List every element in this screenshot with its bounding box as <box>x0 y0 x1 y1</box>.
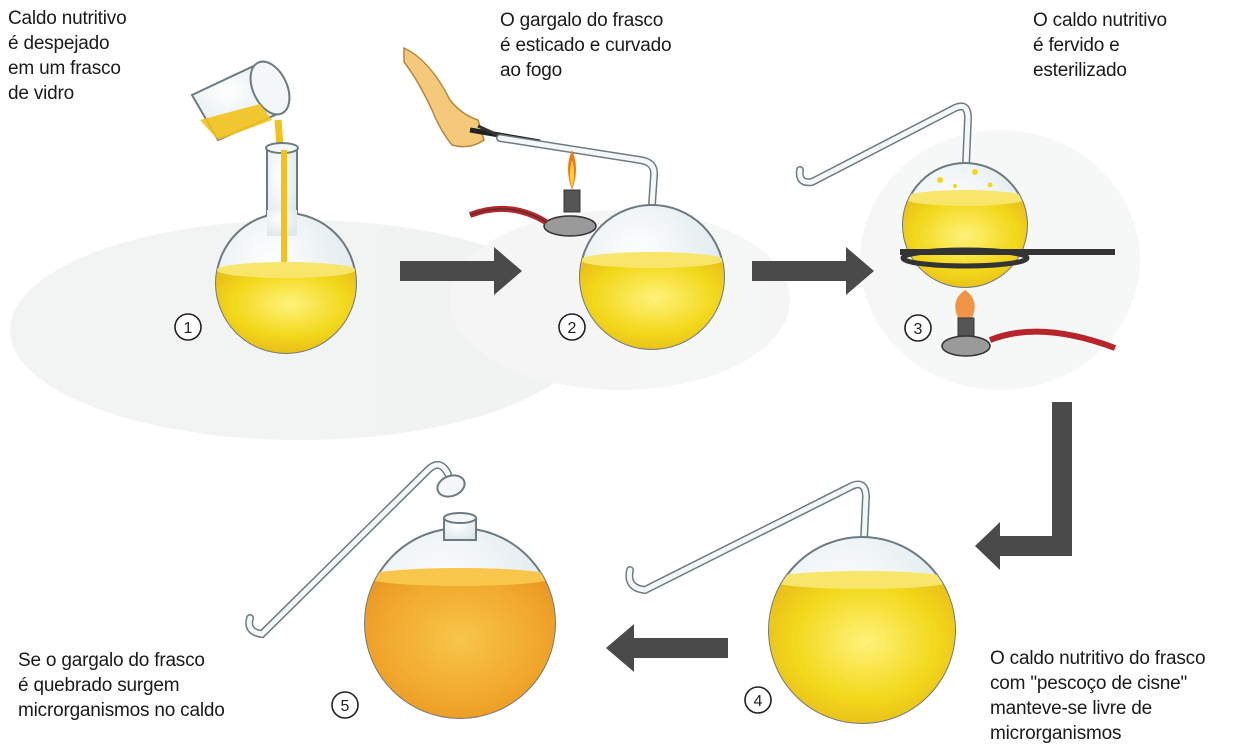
step-4-caption: O caldo nutritivo do frasco com "pescoço… <box>990 646 1246 746</box>
step-number: 3 <box>914 321 923 338</box>
step-number: 4 <box>754 693 763 710</box>
step-number: 2 <box>568 320 577 337</box>
step-number: 5 <box>341 698 350 715</box>
arrow-elbow <box>975 402 1072 570</box>
step-1-caption: Caldo nutritivo é despejado em um frasco… <box>8 6 188 106</box>
step-5-caption: Se o gargalo do frasco é quebrado surgem… <box>18 648 288 723</box>
step-5-flask: 5 <box>249 465 560 735</box>
step-4-flask: 4 <box>629 484 965 738</box>
arrow-left <box>606 624 728 672</box>
step-3-caption: O caldo nutritivo é fervido e esteriliza… <box>1033 8 1233 83</box>
step-2-caption: O gargalo do frasco é esticado e curvado… <box>500 8 730 83</box>
step-number: 1 <box>184 320 193 337</box>
